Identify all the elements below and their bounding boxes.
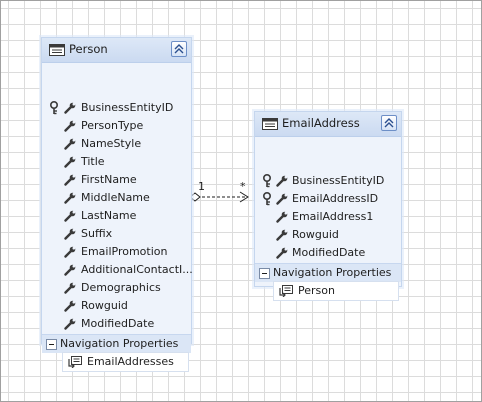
wrench-icon (64, 174, 76, 186)
property-row[interactable]: EmailAddress1 (255, 208, 401, 226)
navigation-property-icon (68, 356, 82, 368)
entity-title: EmailAddress (282, 116, 360, 130)
navigation-property-icon (279, 285, 293, 297)
property-row[interactable]: NameStyle (42, 135, 191, 153)
property-row[interactable]: Demographics (42, 279, 191, 297)
wrench-icon (64, 138, 76, 150)
entity-person[interactable]: Person BusinessEntityID (41, 37, 193, 372)
property-row[interactable]: BusinessEntityID (42, 99, 191, 117)
entity-header[interactable]: Person (42, 38, 191, 63)
entity-table-icon (262, 118, 278, 130)
association-diamond (189, 192, 201, 202)
property-row[interactable]: AdditionalContactI... (42, 261, 193, 279)
property-row[interactable]: EmailAddressID (255, 190, 401, 208)
wrench-icon (64, 120, 76, 132)
key-icon (263, 174, 271, 188)
property-row[interactable]: FirstName (42, 171, 191, 189)
property-row[interactable]: ModifiedDate (255, 244, 401, 262)
wrench-icon (276, 229, 288, 241)
property-label: BusinessEntityID (81, 101, 174, 114)
entity-header[interactable]: EmailAddress (255, 112, 401, 137)
property-label: Suffix (81, 227, 113, 240)
collapse-button[interactable] (171, 41, 187, 57)
navigation-property-row[interactable]: Person (273, 281, 399, 301)
property-label: Title (81, 155, 105, 168)
wrench-icon (64, 318, 76, 330)
wrench-icon (64, 300, 76, 312)
key-icon (263, 192, 271, 206)
wrench-icon (64, 246, 76, 258)
association-to-multiplicity: * (240, 180, 246, 193)
property-row[interactable]: ModifiedDate (42, 315, 191, 333)
wrench-icon (64, 102, 76, 114)
wrench-icon (276, 211, 288, 223)
entity-emailaddress[interactable]: EmailAddress BusinessEntityID (254, 111, 402, 301)
section-title: Navigation Properties (60, 337, 179, 350)
property-label: LastName (81, 209, 137, 222)
property-label: Demographics (81, 281, 161, 294)
entity-title: Person (69, 42, 108, 56)
property-row[interactable]: Title (42, 153, 191, 171)
wrench-icon (64, 264, 76, 276)
property-label: BusinessEntityID (292, 174, 385, 187)
wrench-icon (276, 193, 288, 205)
double-chevron-up-icon (174, 44, 184, 54)
association-arrowhead (239, 191, 249, 203)
wrench-icon (64, 282, 76, 294)
property-row[interactable]: BusinessEntityID (255, 172, 401, 190)
wrench-icon (276, 175, 288, 187)
minus-toggle-icon[interactable] (46, 339, 57, 350)
property-label: ModifiedDate (81, 317, 155, 330)
property-label: Rowguid (292, 228, 339, 241)
navigation-property-label: EmailAddresses (87, 355, 174, 368)
navigation-property-label: Person (298, 284, 335, 297)
wrench-icon (276, 247, 288, 259)
navigation-properties-header[interactable]: Navigation Properties (255, 263, 401, 282)
property-row[interactable]: Rowguid (42, 297, 191, 315)
double-chevron-up-icon (384, 118, 394, 128)
navigation-properties-header[interactable]: Navigation Properties (42, 334, 191, 353)
wrench-icon (64, 210, 76, 222)
section-title: Navigation Properties (273, 266, 392, 279)
property-row[interactable]: LastName (42, 207, 191, 225)
association-from-multiplicity: 1 (198, 180, 205, 193)
navigation-property-row[interactable]: EmailAddresses (62, 352, 189, 372)
property-label: ModifiedDate (292, 246, 366, 259)
property-label: EmailAddressID (292, 192, 379, 205)
property-row[interactable]: PersonType (42, 117, 191, 135)
property-row[interactable]: Rowguid (255, 226, 401, 244)
property-label: EmailAddress1 (292, 210, 374, 223)
property-label: MiddleName (81, 191, 150, 204)
key-icon (50, 101, 58, 115)
property-label: Rowguid (81, 299, 128, 312)
property-row[interactable]: MiddleName (42, 189, 191, 207)
property-row[interactable]: EmailPromotion (42, 243, 191, 261)
collapse-button[interactable] (381, 115, 397, 131)
property-row[interactable]: Suffix (42, 225, 191, 243)
property-label: PersonType (81, 119, 144, 132)
wrench-icon (64, 228, 76, 240)
property-label: NameStyle (81, 137, 142, 150)
property-label: AdditionalContactI... (81, 263, 193, 276)
minus-toggle-icon[interactable] (259, 268, 270, 279)
property-label: EmailPromotion (81, 245, 168, 258)
entity-table-icon (49, 44, 65, 56)
wrench-icon (64, 156, 76, 168)
wrench-icon (64, 192, 76, 204)
property-label: FirstName (81, 173, 137, 186)
